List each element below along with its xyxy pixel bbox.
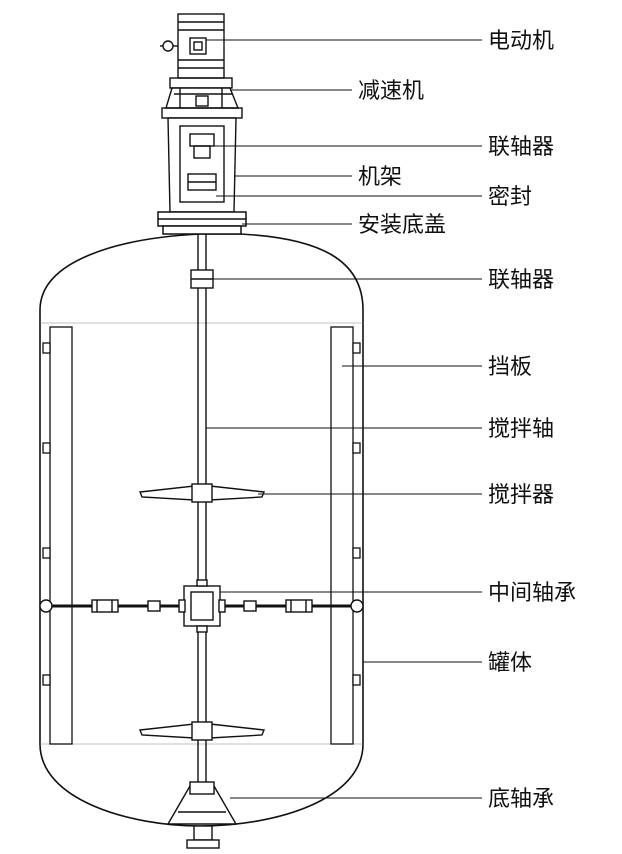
tank-vessel: [39, 233, 364, 827]
label-baffle: 挡板: [488, 355, 532, 380]
agitator-shaft: [197, 234, 207, 785]
label-impeller: 搅拌器: [488, 483, 554, 508]
frame-unit: [161, 107, 243, 213]
bottom-bearing: [166, 781, 238, 825]
leader-lines: [206, 39, 482, 799]
reducer-unit: [165, 77, 240, 109]
label-mount-cover: 安装底盖: [358, 213, 446, 238]
motor-unit: [160, 13, 225, 79]
impeller-lower: [139, 721, 265, 741]
label-tank: 罐体: [488, 651, 532, 676]
baffle-right: [330, 326, 361, 745]
label-motor: 电动机: [488, 29, 554, 54]
label-middle-bearing: 中间轴承: [488, 581, 576, 606]
coupling-lower: [190, 269, 214, 289]
label-coupling-lower: 联轴器: [488, 268, 554, 293]
label-bottom-bearing: 底轴承: [488, 787, 554, 812]
middle-bearing-assembly: [39, 579, 364, 633]
label-seal: 密封: [488, 185, 532, 210]
label-reducer: 减速机: [358, 79, 424, 104]
label-shaft: 搅拌轴: [488, 417, 554, 442]
outlet-nozzle: [186, 825, 220, 849]
label-frame: 机架: [358, 165, 402, 190]
baffle-left: [42, 326, 73, 745]
impeller-upper: [139, 483, 265, 503]
label-coupling-top: 联轴器: [488, 135, 554, 160]
mount-cover: [157, 211, 247, 235]
